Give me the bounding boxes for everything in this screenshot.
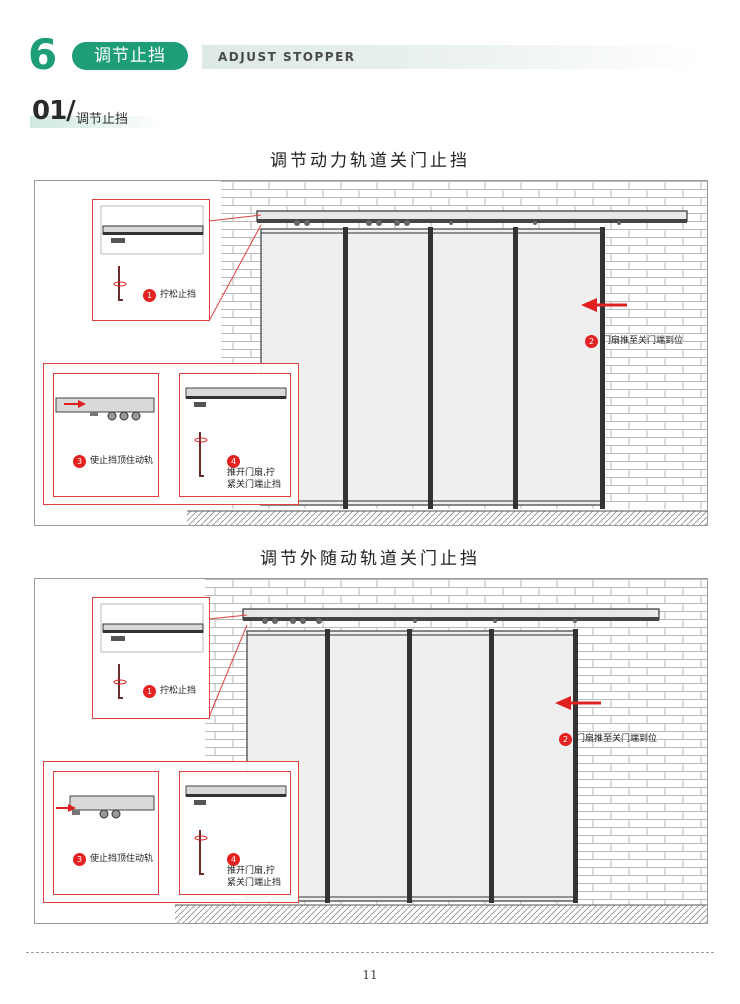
- section-title-power-track: 调节动力轨道关门止挡: [270, 151, 470, 171]
- step-badge: 2: [559, 733, 572, 746]
- detail-stop-rail-drawing: [56, 795, 155, 819]
- detail-box-loosen: [92, 597, 210, 719]
- chapter-title-bar: [202, 45, 702, 69]
- chapter-title-pill: 调节止挡: [72, 42, 188, 70]
- diagram-power-track-drawing: [187, 181, 707, 525]
- step-badge: 3: [73, 853, 86, 866]
- step-badge: 4: [227, 853, 240, 866]
- detail-loosen-drawing: [100, 205, 204, 301]
- step-badge: 2: [585, 335, 598, 348]
- step-4-label: 4 推开门扇,拧 紧关门端止挡: [227, 455, 282, 490]
- detail-box-tighten: [179, 771, 291, 895]
- step-badge: 1: [143, 289, 156, 302]
- detail-box-loosen: [92, 199, 210, 321]
- detail-box-stop-rail: [53, 373, 159, 497]
- step-4-label: 4 推开门扇,拧 紧关门端止挡: [227, 853, 282, 888]
- step-badge: 1: [143, 685, 156, 698]
- chapter-title-en: ADJUST STOPPER: [218, 50, 356, 64]
- detail-box-stop-rail: [53, 771, 159, 895]
- subheading-underline: [30, 116, 160, 128]
- detail-tighten-drawing: [185, 387, 287, 477]
- chapter-number: 6: [28, 30, 58, 79]
- detail-loosen-drawing: [100, 603, 204, 699]
- footer-divider: [26, 952, 714, 953]
- step-badge: 3: [73, 455, 86, 468]
- detail-box-tighten: [179, 373, 291, 497]
- detail-tighten-drawing: [185, 785, 287, 875]
- step-badge: 4: [227, 455, 240, 468]
- subheading-number: 01/: [32, 96, 76, 126]
- page-number: 11: [362, 968, 378, 982]
- subheading-title: 调节止挡: [76, 112, 129, 127]
- section-title-outer-track: 调节外随动轨道关门止挡: [260, 549, 480, 569]
- detail-stop-rail-drawing: [55, 397, 155, 421]
